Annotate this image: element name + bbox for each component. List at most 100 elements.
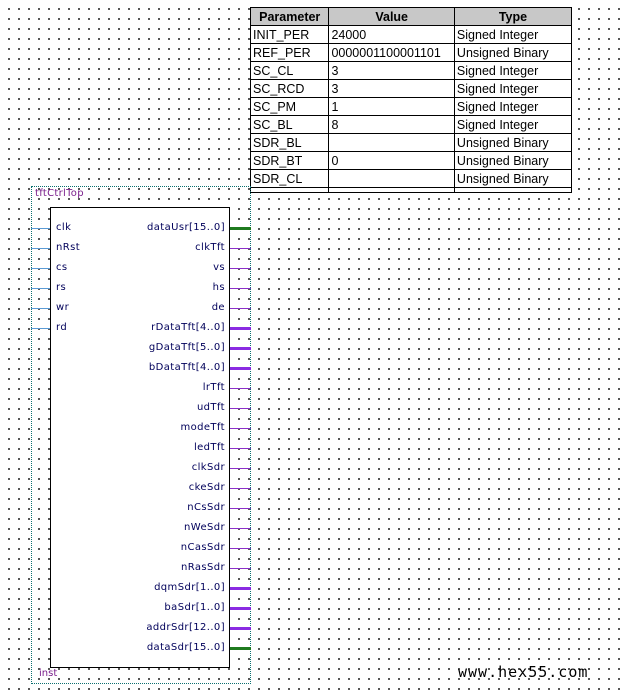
parameter-cell[interactable]: SC_BL (249, 115, 330, 134)
output-pin-line[interactable] (230, 568, 251, 569)
parameter-cell[interactable]: SC_RCD (249, 79, 330, 98)
output-pin-line[interactable] (230, 327, 251, 330)
output-pin-line[interactable] (230, 308, 251, 309)
parameter-row[interactable]: SDR_CL Unsigned Binary (249, 169, 573, 188)
input-pin-line[interactable] (31, 328, 50, 329)
output-pin-line[interactable] (230, 248, 251, 249)
value-cell[interactable] (328, 133, 455, 152)
output-pin-line[interactable] (230, 347, 251, 350)
output-port-label: bDataTft[4..0] (148, 362, 225, 373)
input-port-label: wr (56, 302, 70, 313)
symbol-frame[interactable] (31, 186, 251, 684)
output-port-label: dqmSdr[1..0] (154, 582, 225, 593)
blank-cell (328, 187, 455, 193)
output-port-label: nRasSdr (180, 562, 225, 573)
input-pin-line[interactable] (31, 228, 50, 229)
parameter-cell[interactable]: SDR_CL (249, 169, 330, 188)
parameter-row-blank (249, 187, 573, 193)
parameter-table-header-row: Parameter Value Type (249, 7, 573, 26)
output-port-label: modeTft (180, 422, 225, 433)
type-cell[interactable]: Signed Integer (453, 79, 573, 98)
output-pin-line[interactable] (230, 388, 251, 389)
output-pin-line[interactable] (230, 288, 251, 289)
output-pin-line[interactable] (230, 508, 251, 509)
value-cell[interactable]: 3 (328, 79, 455, 98)
parameter-row[interactable]: SDR_BL Unsigned Binary (249, 133, 573, 152)
output-port-label: dataUsr[15..0] (146, 222, 225, 233)
blank-cell (249, 187, 330, 193)
type-cell[interactable]: Unsigned Binary (453, 133, 573, 152)
output-pin-line[interactable] (230, 548, 251, 549)
input-pin-line[interactable] (31, 288, 50, 289)
output-port-label: nWeSdr (184, 522, 225, 533)
parameter-cell[interactable]: INIT_PER (249, 25, 330, 44)
symbol-title: tftCtrlTop (35, 188, 84, 199)
value-cell[interactable]: 0000001100001101 (328, 43, 455, 62)
output-pin-line[interactable] (230, 627, 251, 630)
type-cell[interactable]: Unsigned Binary (453, 151, 573, 170)
header-value[interactable]: Value (328, 7, 455, 26)
output-pin-line[interactable] (230, 468, 251, 469)
output-pin-line[interactable] (230, 428, 251, 429)
type-cell[interactable]: Signed Integer (453, 97, 573, 116)
input-port-label: cs (56, 262, 68, 273)
parameter-cell[interactable]: SDR_BT (249, 151, 330, 170)
value-cell[interactable]: 24000 (328, 25, 455, 44)
output-port-label: ckeSdr (188, 482, 225, 493)
output-port-label: nCsSdr (187, 502, 225, 513)
output-pin-line[interactable] (230, 367, 251, 370)
output-port-label: vs (213, 262, 225, 273)
value-cell[interactable]: 8 (328, 115, 455, 134)
output-port-label: ledTft (193, 442, 225, 453)
symbol-body[interactable] (50, 207, 230, 668)
parameter-cell[interactable]: SDR_BL (249, 133, 330, 152)
output-pin-line[interactable] (230, 227, 251, 230)
output-port-label: hs (212, 282, 225, 293)
type-cell[interactable]: Unsigned Binary (453, 43, 573, 62)
header-type[interactable]: Type (453, 7, 573, 26)
output-pin-line[interactable] (230, 268, 251, 269)
instance-name: inst (39, 668, 58, 679)
output-port-label: clkTft (195, 242, 225, 253)
input-port-label: rd (56, 322, 68, 333)
output-pin-line[interactable] (230, 607, 251, 610)
type-cell[interactable]: Signed Integer (453, 61, 573, 80)
input-pin-line[interactable] (31, 268, 50, 269)
parameter-cell[interactable]: REF_PER (249, 43, 330, 62)
output-pin-line[interactable] (230, 488, 251, 489)
output-port-label: de (211, 302, 225, 313)
type-cell[interactable]: Unsigned Binary (453, 169, 573, 188)
output-port-label: addrSdr[12..0] (146, 622, 225, 633)
output-pin-line[interactable] (230, 647, 251, 650)
output-port-label: rDataTft[4..0] (151, 322, 225, 333)
value-cell[interactable]: 0 (328, 151, 455, 170)
type-cell[interactable]: Signed Integer (453, 25, 573, 44)
parameter-cell[interactable]: SC_PM (249, 97, 330, 116)
input-port-label: rs (56, 282, 67, 293)
input-pin-line[interactable] (31, 308, 50, 309)
header-parameter[interactable]: Parameter (249, 7, 330, 26)
output-port-label: lrTft (202, 382, 225, 393)
parameter-cell[interactable]: SC_CL (249, 61, 330, 80)
value-cell[interactable]: 1 (328, 97, 455, 116)
input-port-label: nRst (56, 242, 81, 253)
output-pin-line[interactable] (230, 528, 251, 529)
input-port-label: clk (56, 222, 72, 233)
output-pin-line[interactable] (230, 408, 251, 409)
output-pin-line[interactable] (230, 448, 251, 449)
watermark: www.hex55.com (458, 663, 589, 681)
type-cell[interactable]: Signed Integer (453, 115, 573, 134)
value-cell[interactable]: 3 (328, 61, 455, 80)
output-port-label: dataSdr[15..0] (146, 642, 225, 653)
output-pin-line[interactable] (230, 587, 251, 590)
value-cell[interactable] (328, 169, 455, 188)
input-pin-line[interactable] (31, 248, 50, 249)
